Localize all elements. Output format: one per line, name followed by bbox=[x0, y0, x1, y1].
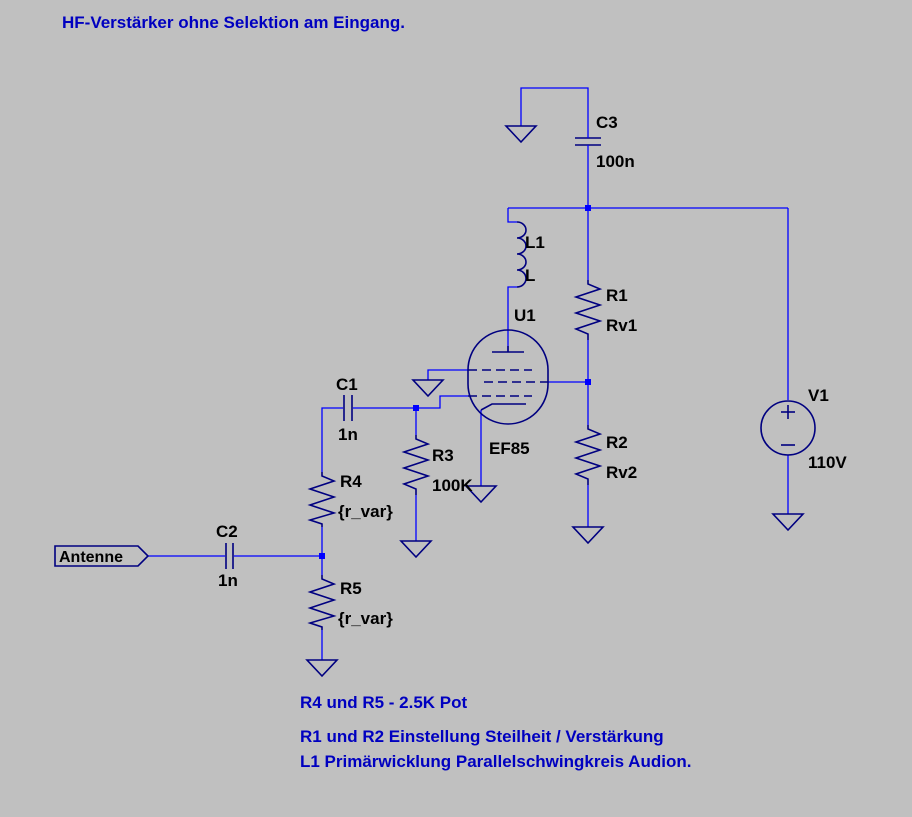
c2-ref: C2 bbox=[216, 522, 238, 541]
tube-cathode bbox=[480, 403, 526, 411]
ground-icon bbox=[464, 485, 498, 504]
junctions bbox=[319, 205, 591, 559]
r4-value: {r_var} bbox=[338, 502, 393, 521]
wire-g3-ground bbox=[427, 369, 468, 380]
tube-u1[interactable] bbox=[467, 329, 549, 425]
c1-value: 1n bbox=[338, 425, 358, 444]
port-label: Antenne bbox=[59, 549, 123, 566]
ground-icon bbox=[411, 379, 445, 398]
source-circle bbox=[760, 400, 816, 456]
inductor-l1[interactable] bbox=[516, 221, 527, 288]
v1-value: 110V bbox=[808, 453, 847, 472]
junction-antenna bbox=[319, 553, 325, 559]
ground-symbols bbox=[305, 125, 805, 678]
u1-value: EF85 bbox=[489, 439, 530, 458]
ground-icon bbox=[504, 125, 538, 144]
capacitor-c3[interactable] bbox=[575, 118, 601, 150]
r5-value: {r_var} bbox=[338, 609, 393, 628]
ground-icon bbox=[571, 526, 605, 545]
resistor-r5[interactable] bbox=[307, 575, 337, 630]
junction-screen bbox=[585, 379, 591, 385]
resistor-r4[interactable] bbox=[307, 472, 337, 527]
c3-ref: C3 bbox=[596, 113, 618, 132]
voltage-source-v1[interactable] bbox=[760, 400, 816, 456]
note-line: L1 Primärwicklung Parallelschwingkreis A… bbox=[300, 752, 691, 771]
component-labels: C3 100n L1 L R1 Rv1 U1 EF85 V1 110V C1 1… bbox=[216, 113, 847, 628]
ground-icon bbox=[771, 513, 805, 532]
c1-ref: C1 bbox=[336, 375, 358, 394]
r2-ref: R2 bbox=[606, 433, 628, 452]
u1-ref: U1 bbox=[514, 306, 536, 325]
ground-icon bbox=[399, 540, 433, 559]
note-line: R4 und R5 - 2.5K Pot bbox=[300, 693, 468, 712]
wires bbox=[148, 87, 789, 660]
wire-l1-top bbox=[507, 208, 517, 223]
l1-value: L bbox=[525, 266, 535, 285]
port-shape bbox=[54, 545, 150, 567]
l1-ref: L1 bbox=[525, 233, 545, 252]
r5-ref: R5 bbox=[340, 579, 362, 598]
r3-value: 100K bbox=[432, 476, 473, 495]
wire-g1 bbox=[416, 395, 468, 409]
capacitor-c1[interactable] bbox=[343, 395, 353, 421]
ground-icon bbox=[305, 659, 339, 678]
junction-grid bbox=[413, 405, 419, 411]
c3-value: 100n bbox=[596, 152, 635, 171]
v1-ref: V1 bbox=[808, 386, 829, 405]
note-line: R1 und R2 Einstellung Steilheit / Verstä… bbox=[300, 727, 664, 746]
r1-value: Rv1 bbox=[606, 316, 637, 335]
r3-ref: R3 bbox=[432, 446, 454, 465]
r4-ref: R4 bbox=[340, 472, 362, 491]
wire-c3-ground bbox=[520, 87, 589, 126]
antenna-port[interactable]: Antenne bbox=[54, 545, 150, 567]
resistor-r1[interactable] bbox=[573, 280, 603, 340]
capacitor-c2[interactable] bbox=[225, 543, 234, 569]
schematic-title: HF-Verstärker ohne Selektion am Eingang. bbox=[62, 13, 405, 32]
r1-ref: R1 bbox=[606, 286, 628, 305]
notes: R4 und R5 - 2.5K Pot R1 und R2 Einstellu… bbox=[300, 693, 691, 771]
resistor-r2[interactable] bbox=[573, 425, 603, 485]
resistor-r3[interactable] bbox=[401, 435, 431, 495]
c2-value: 1n bbox=[218, 571, 238, 590]
wire-c1-left bbox=[321, 407, 343, 472]
junction-supply bbox=[585, 205, 591, 211]
r2-value: Rv2 bbox=[606, 463, 637, 482]
tube-envelope bbox=[467, 329, 549, 425]
